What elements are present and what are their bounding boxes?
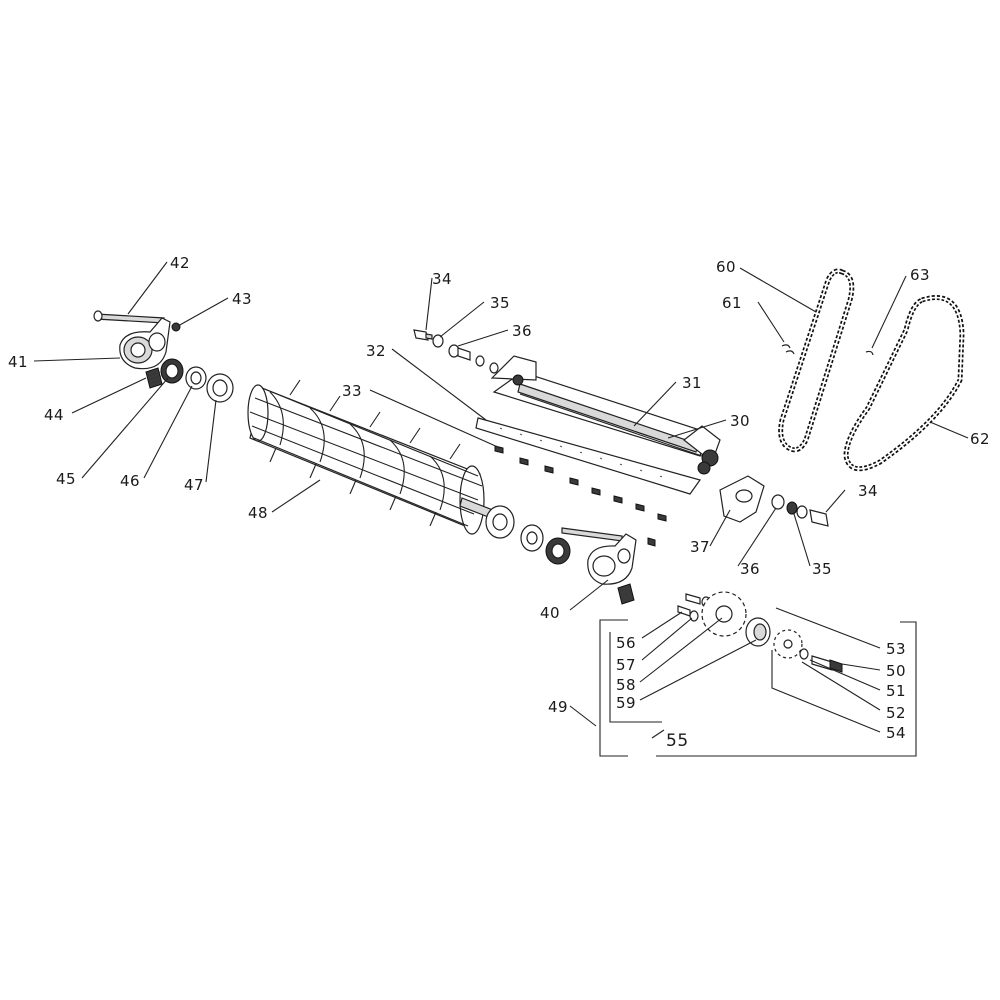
callout-40: 40 [540,604,560,622]
part-49-assembly-bracket [599,619,917,757]
callout-55: 55 [666,731,689,751]
part-59-hub [745,617,771,647]
callout-53: 53 [886,640,906,658]
callout-36-top: 36 [512,322,532,340]
callout-34-right: 34 [858,482,878,500]
callout-36-right: 36 [740,560,760,578]
part-56-screw [677,605,691,617]
part-reel-pin [647,537,656,547]
part-43-nut [171,322,181,332]
part-reel-washer-1 [485,505,515,539]
part-55-bracket [609,632,662,723]
callout-61: 61 [722,294,742,312]
callout-58: 58 [616,676,636,694]
callout-34-top: 34 [432,270,452,288]
part-32-bed-knife [475,417,701,495]
callout-46: 46 [120,472,140,490]
part-52-washer [799,648,809,660]
part-35-washer-top [432,334,444,348]
part-34-bolt-right [809,509,829,527]
callout-42: 42 [170,254,190,272]
part-62-drive-chain [843,295,965,472]
callout-59: 59 [616,694,636,712]
part-44-spring [145,367,163,389]
part-31-bed-bar [490,355,721,475]
part-57-washer [689,610,699,622]
callout-35-right: 35 [812,560,832,578]
callout-52: 52 [886,704,906,722]
callout-48: 48 [248,504,268,522]
part-45-bearing [160,358,184,384]
callout-43: 43 [232,290,252,308]
part-40-bearing-housing-right [561,527,637,585]
callout-60: 60 [716,258,736,276]
callout-33: 33 [342,382,362,400]
leader-lines [33,261,969,739]
callout-32: 32 [366,342,386,360]
part-36-spacer-right [771,494,785,510]
part-34-bolt-top [413,329,433,341]
part-36-spacer-top [448,344,499,374]
callout-47: 47 [184,476,204,494]
callout-37: 37 [690,538,710,556]
callout-57: 57 [616,656,636,674]
part-53-large-sprocket [701,591,747,637]
callout-49: 49 [548,698,568,716]
part-40-spring [617,583,635,605]
callout-50: 50 [886,662,906,680]
part-47-seal [206,373,234,403]
callout-51: 51 [886,682,906,700]
part-41-bearing-housing-left [119,317,171,370]
part-63-chain-link [865,350,874,356]
part-42-bolt [93,310,165,324]
part-reel-bearing-right [545,537,571,565]
callout-41: 41 [8,353,28,371]
callout-56: 56 [616,634,636,652]
callout-62: 62 [970,430,990,448]
callout-54: 54 [886,724,906,742]
part-50-bolt [811,655,843,673]
part-37-side-plate [719,475,765,523]
part-35-washer-right [786,501,808,519]
part-48-cutting-reel [247,379,499,535]
part-33-bed-knife-screws [494,445,667,522]
part-reel-washer-2 [520,524,544,552]
part-54-small-sprocket [773,629,803,659]
part-30-bed-bar-frame [519,393,703,457]
callout-45: 45 [56,470,76,488]
callout-labels: 30 31 32 33 34 34 35 35 36 36 37 40 41 4… [8,254,990,751]
callout-44: 44 [44,406,64,424]
part-61-chain-link [781,344,795,355]
callout-30: 30 [730,412,750,430]
part-46-washer [185,366,207,390]
callout-35-top: 35 [490,294,510,312]
callout-63: 63 [910,266,930,284]
part-60-drive-chain [778,268,855,453]
callout-31: 31 [682,374,702,392]
